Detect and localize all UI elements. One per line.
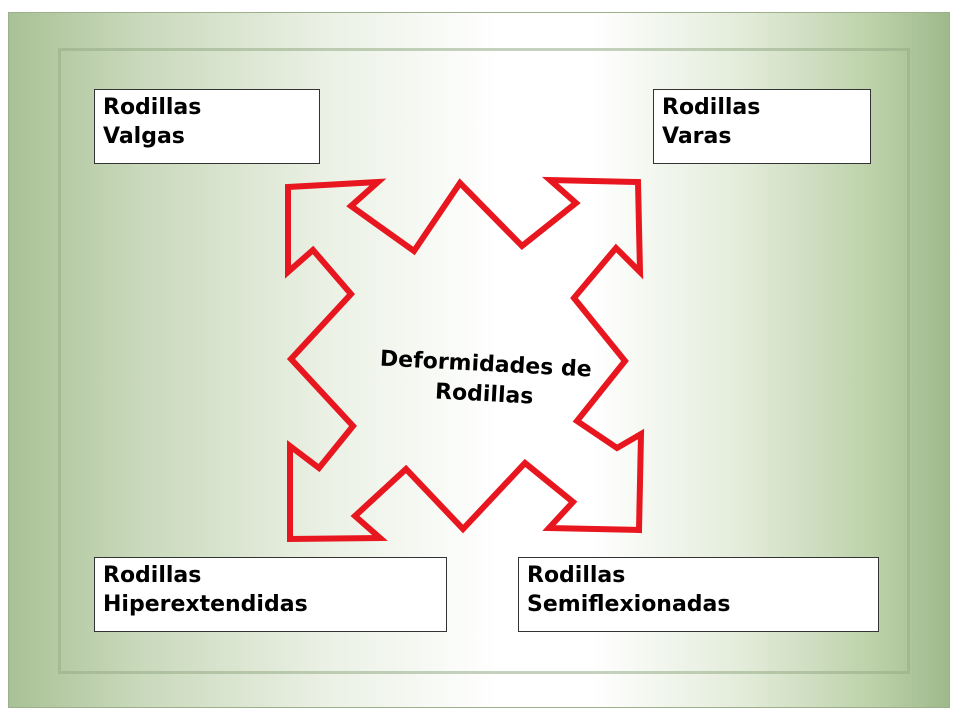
box-line2: Hiperextendidas — [103, 592, 308, 617]
four-way-arrow-outline — [285, 176, 645, 543]
box-line1: Rodillas — [103, 95, 202, 120]
box-rodillas-varas: Rodillas Varas — [653, 89, 871, 164]
box-line1: Rodillas — [527, 563, 626, 588]
box-line1: Rodillas — [662, 95, 761, 120]
box-rodillas-valgas: Rodillas Valgas — [94, 89, 320, 164]
box-rodillas-semiflexionadas: Rodillas Semiflexionadas — [518, 557, 879, 632]
box-line2: Varas — [662, 124, 732, 149]
box-rodillas-hiperextendidas: Rodillas Hiperextendidas — [94, 557, 447, 632]
box-line1: Rodillas — [103, 563, 202, 588]
box-line2: Valgas — [103, 124, 185, 149]
inner-frame — [58, 48, 910, 674]
box-line2: Semiflexionadas — [527, 592, 731, 617]
